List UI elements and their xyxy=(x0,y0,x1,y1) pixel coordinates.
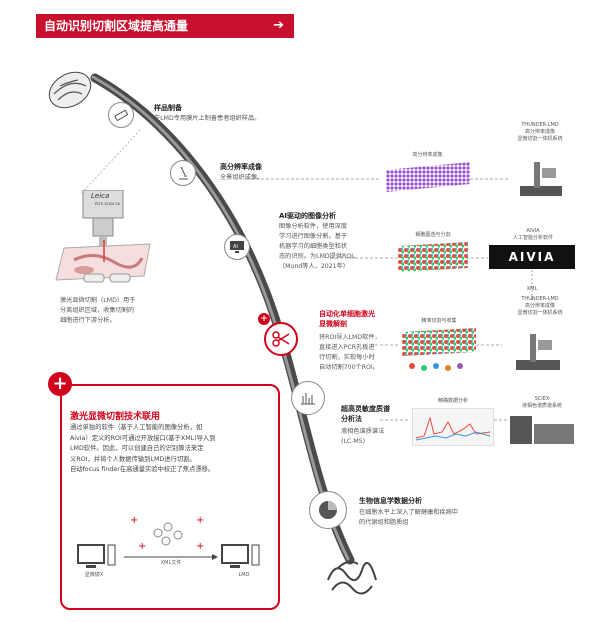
step4-desc: 将ROI导入LMD软件， 直接进入PCR孔板进 行切割，实现每小时 自动切割70… xyxy=(319,333,399,373)
step4-line4: 自动切割700个ROI。 xyxy=(319,364,379,371)
tech-line4: 义ROI，并将个人数据传输到LMD进行切割。 xyxy=(70,455,196,463)
thunder1-line1: THUNDER-LMD xyxy=(521,122,559,128)
tech-line2: Aivia）定义的ROI可通过开放接口(基于XML)导入到 xyxy=(70,434,216,442)
ai-icon-text: AI xyxy=(233,244,238,250)
step3-line1: 图像分析软件，使用深度 xyxy=(279,223,348,230)
thunder-instrument-2 xyxy=(516,334,560,370)
step4-title-line1: 自动化单细胞激光 xyxy=(319,310,375,318)
thunder2-line2: 高分辨率成像 xyxy=(524,303,555,309)
step3-line3: 机器学习的细胞类型和状 xyxy=(279,243,348,250)
xml-file-label: XML文件 xyxy=(160,560,182,566)
tech-desc: 通过单独的软件（基于人工智能的图像分析，如 Aivia）定义的ROI可通过开放接… xyxy=(70,423,275,476)
svg-text:+: + xyxy=(138,541,146,552)
sciex-instrument xyxy=(510,416,574,444)
step6-line1: 在细胞水平上深入了解健康和疾病中 xyxy=(359,509,458,516)
svg-text:+: + xyxy=(130,515,138,526)
step1-desc: 在LMD专用膜片上制备患者组织样品。 xyxy=(154,115,261,122)
sciex-label: SCIEX 液相色谱质谱系统 xyxy=(502,396,582,410)
step4-line2: 直接进入PCR孔板进 xyxy=(319,344,375,351)
pc-left-label: 显微镜X xyxy=(84,572,104,578)
step3-line5: （Mund等人，2021年） xyxy=(279,263,349,270)
tech-combined-box xyxy=(60,384,280,610)
sciex-line1: SCIEX xyxy=(534,396,550,402)
plus-large-icon: + xyxy=(48,372,72,396)
thunder1-line2: 高分辨率成像 xyxy=(524,129,555,135)
thunder-label-1: THUNDER-LMD 高分辨率成像 显微切割一体机系统 xyxy=(500,122,580,143)
chart-icon xyxy=(291,381,325,415)
sciex-line2: 液相色谱质谱系统 xyxy=(521,403,562,409)
step2-desc: 全景组织成像。 xyxy=(220,174,264,181)
lmd-caption-line1: 激光显微切割（LMD）用于 xyxy=(60,297,136,304)
step3-line2: 学习进行图像分割。基于 xyxy=(279,233,348,240)
segmentation-image xyxy=(398,242,468,272)
step5-title-line1: 超高灵敏度质谱 xyxy=(341,405,390,413)
svg-text:+: + xyxy=(196,541,204,552)
thunder-instrument-1 xyxy=(520,162,562,196)
thunder2-line1: THUNDER-LMD xyxy=(521,296,559,302)
scissors-icon xyxy=(264,322,298,356)
microscope-model: PLTS 10X/0.26 xyxy=(95,202,120,206)
step6-desc: 在细胞水平上深入了解健康和疾病中 的代谢组和脂质组 xyxy=(359,508,458,528)
tech-line1: 通过单独的软件（基于人工智能的图像分析，如 xyxy=(70,424,203,431)
aivia-line1: AIVIA xyxy=(526,228,540,234)
plus-icon: + xyxy=(258,313,270,325)
thunder2-line3: 显微切割一体机系统 xyxy=(517,310,563,316)
slide-icon xyxy=(108,102,134,128)
step6-title: 生物信息学数据分析 xyxy=(359,497,422,505)
lmd-caption-line3: 细胞进行下游分析。 xyxy=(60,317,116,324)
xml-transfer-diagram: + + + + xyxy=(77,515,260,568)
tech-line5: 自动focus finder在高通量实验中校正了焦点漂移。 xyxy=(70,466,215,473)
microscope-illustration: Leica PLTS 10X/0.26 xyxy=(75,189,131,250)
step5-line1: 液相色谱质谱法 xyxy=(341,428,385,435)
step2-title: 高分辨率成像 xyxy=(220,163,262,171)
seg-label: 细胞图选与分割 xyxy=(415,232,451,238)
step3-title: AI驱动的图像分析 xyxy=(279,212,337,220)
step3-desc: 图像分析软件，使用深度 学习进行图像分割。基于 机器学习的细胞类型和状 态的识别… xyxy=(279,222,391,272)
aivia-logo: AIVIA xyxy=(489,245,575,269)
step1-title: 样品制备 xyxy=(154,104,182,112)
collection-tubes xyxy=(83,273,131,283)
xml-label: XML xyxy=(526,286,538,292)
tissue-slide-illustration xyxy=(55,240,151,281)
step4-title-line2: 显微解剖 xyxy=(319,320,347,328)
thunder-label-2: THUNDER-LMD 高分辨率成像 显微切割一体机系统 xyxy=(500,296,580,317)
step3-line4: 态的识别。为LMD提供ROI。 xyxy=(279,253,360,260)
step5-line2: (LC-MS) xyxy=(341,438,366,445)
ms-label: 精确数据分析 xyxy=(437,398,468,404)
step5-desc: 液相色谱质谱法 (LC-MS) xyxy=(341,427,384,447)
step4-line3: 行切割，实现每小时 xyxy=(319,354,375,361)
cut-label: 精准切割与收集 xyxy=(421,318,457,324)
pc-right-label: LMD xyxy=(238,572,250,578)
pie-chart-icon xyxy=(309,491,347,529)
hires-image-label: 高分辨率成像 xyxy=(412,152,443,158)
step5-title: 超高灵敏度质谱 分析法 xyxy=(341,404,390,424)
lmd-caption-line2: 分离组织区域，收集切割的 xyxy=(60,307,135,314)
microscope-icon xyxy=(170,160,196,186)
kidney-tissue-icon xyxy=(48,71,92,109)
tech-line3: LMD软件。因此，可以创建自己的识别算法来定 xyxy=(70,445,204,452)
aivia-label: AIVIA 人工智能分析软件 xyxy=(490,228,576,242)
lmd-caption: 激光显微切割（LMD）用于 分离组织区域，收集切割的 细胞进行下游分析。 xyxy=(60,296,190,326)
header-banner: 自动识别切割区域提高通量 ➔ xyxy=(36,14,294,38)
arrow-right-icon: ➔ xyxy=(273,18,284,33)
banner-title: 自动识别切割区域提高通量 xyxy=(44,19,189,33)
cutting-image xyxy=(402,328,476,371)
computer-ai-icon: AI xyxy=(224,234,250,260)
step4-title: 自动化单细胞激光 显微解剖 xyxy=(319,309,375,329)
thunder1-line3: 显微切割一体机系统 xyxy=(517,136,563,142)
step4-line1: 将ROI导入LMD软件， xyxy=(319,334,381,341)
protein-structure-icon xyxy=(327,560,377,595)
step6-line2: 的代谢组和脂质组 xyxy=(359,519,409,526)
ms-spectrum-image xyxy=(412,408,494,446)
hires-image-strip xyxy=(386,162,470,192)
tech-title: 激光显微切割技术联用 xyxy=(70,412,161,422)
microscope-brand: Leica xyxy=(91,192,110,200)
aivia-line2: 人工智能分析软件 xyxy=(512,235,553,241)
step5-title-line2: 分析法 xyxy=(341,415,362,423)
svg-text:+: + xyxy=(196,515,204,526)
